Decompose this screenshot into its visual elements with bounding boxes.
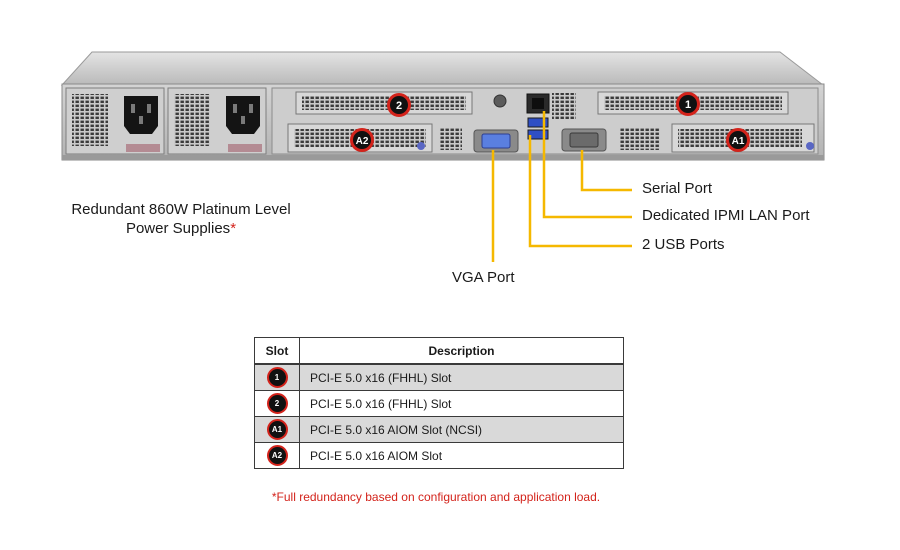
svg-text:2: 2 xyxy=(396,100,402,112)
slot-badge-a1: A1 xyxy=(726,128,750,152)
slot-badge: 2 xyxy=(266,393,288,414)
callout-line-serial xyxy=(580,150,632,192)
usb-ports xyxy=(527,117,549,140)
serial-port xyxy=(561,128,607,152)
power-inlet-icon xyxy=(124,96,158,134)
vga-port-label: VGA Port xyxy=(452,269,515,286)
slot-description: PCI-E 5.0 x16 AIOM Slot xyxy=(299,442,624,469)
svg-text:A2: A2 xyxy=(356,136,369,147)
callout-lines xyxy=(491,111,632,262)
psu-caption-line2: Power Supplies* xyxy=(125,220,237,237)
vga-port xyxy=(473,129,519,153)
power-supply-1 xyxy=(65,87,165,155)
svg-text:A1: A1 xyxy=(732,136,745,147)
callout-line-usb xyxy=(528,135,632,248)
slot-description: PCI-E 5.0 x16 (FHHL) Slot xyxy=(299,390,624,417)
power-inlet-icon xyxy=(226,96,260,134)
table-row: A2 PCI-E 5.0 x16 AIOM Slot xyxy=(254,442,624,469)
psu-caption-line1: Redundant 860W Platinum Level xyxy=(71,201,291,218)
pcie-slot-2 xyxy=(295,91,473,115)
slot-badge-a2: A2 xyxy=(350,128,374,152)
power-supply-2 xyxy=(167,87,267,155)
serial-port-label: Serial Port xyxy=(642,180,713,197)
ipmi-lan-port xyxy=(526,93,550,114)
svg-text:1: 1 xyxy=(685,99,691,111)
slot-description: PCI-E 5.0 x16 AIOM Slot (NCSI) xyxy=(299,416,624,443)
slot-badge-2: 2 xyxy=(387,93,411,117)
table-header-row: Slot Description xyxy=(254,337,624,365)
table-row: 1 PCI-E 5.0 x16 (FHHL) Slot xyxy=(254,363,624,391)
footnote: *Full redundancy based on configuration … xyxy=(271,490,601,504)
slot-badge: 1 xyxy=(266,367,288,388)
table-row: A1 PCI-E 5.0 x16 AIOM Slot (NCSI) xyxy=(254,416,624,443)
slot-badge: A2 xyxy=(266,445,288,466)
slot-badge-1: 1 xyxy=(676,92,700,116)
psu-asterisk: * xyxy=(230,220,237,237)
header-description: Description xyxy=(299,337,624,365)
callout-line-ipmi xyxy=(542,111,632,219)
slot-badge: A1 xyxy=(266,419,288,440)
table-row: 2 PCI-E 5.0 x16 (FHHL) Slot xyxy=(254,390,624,417)
slot-description: PCI-E 5.0 x16 (FHHL) Slot xyxy=(299,363,624,391)
server-rear-view: 2 A2 1 A1 xyxy=(60,51,825,262)
ipmi-port-label: Dedicated IPMI LAN Port xyxy=(642,207,810,224)
screw-icon xyxy=(493,94,507,108)
usb-ports-label: 2 USB Ports xyxy=(642,236,725,253)
slot-table: Slot Description 1 PCI-E 5.0 x16 (FHHL) … xyxy=(254,337,624,469)
psu-caption: Redundant 860W Platinum Level Power Supp… xyxy=(40,200,322,238)
header-slot: Slot xyxy=(254,337,300,365)
